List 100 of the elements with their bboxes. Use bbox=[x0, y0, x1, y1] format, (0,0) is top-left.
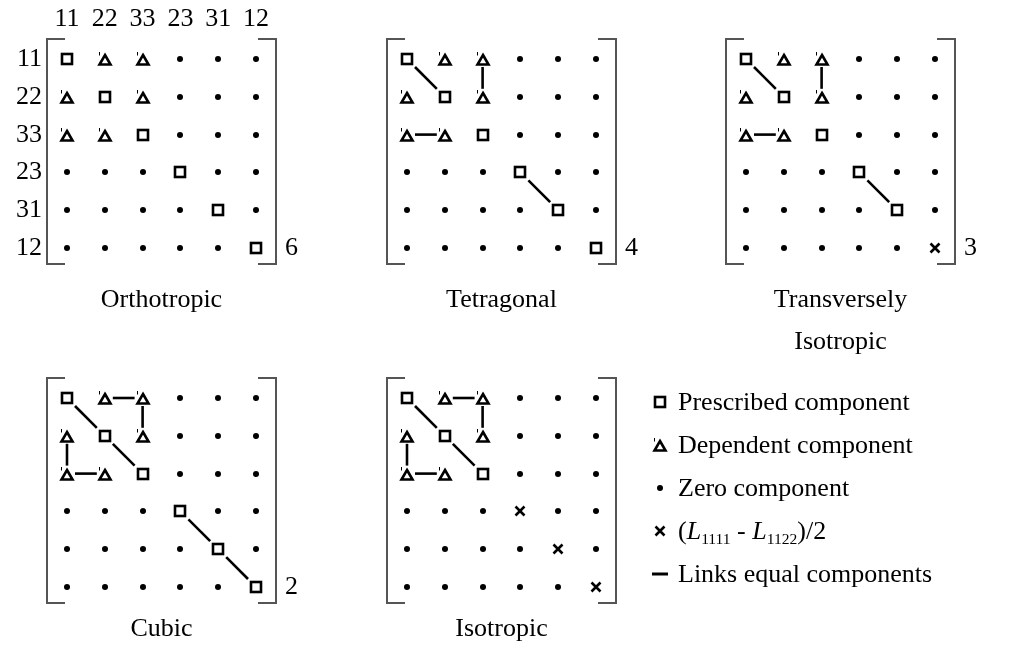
triangle-marker bbox=[134, 427, 151, 444]
triangle-marker bbox=[813, 88, 830, 105]
triangle-marker bbox=[134, 88, 151, 105]
link-line bbox=[415, 133, 437, 136]
link-line bbox=[452, 396, 475, 400]
square-marker bbox=[889, 202, 906, 219]
row-index: 11 bbox=[15, 44, 42, 72]
triangle-marker bbox=[399, 126, 415, 143]
triangle-marker bbox=[96, 126, 113, 143]
square-marker bbox=[588, 240, 604, 256]
link-line bbox=[74, 405, 98, 429]
triangle-marker bbox=[738, 126, 754, 143]
square-marker bbox=[172, 164, 189, 181]
column-index: 33 bbox=[128, 4, 157, 32]
link-line bbox=[527, 179, 552, 204]
square-marker bbox=[775, 88, 792, 105]
square-marker bbox=[512, 164, 529, 181]
square-marker bbox=[436, 88, 453, 105]
triangle-marker bbox=[134, 390, 151, 406]
link-line bbox=[415, 472, 437, 475]
square-marker bbox=[172, 503, 189, 520]
triangle-marker bbox=[474, 390, 491, 406]
matrix-caption: Orthotropic bbox=[99, 283, 224, 315]
square-marker bbox=[210, 541, 227, 558]
square-marker bbox=[738, 51, 754, 67]
triangle-marker bbox=[399, 427, 415, 444]
legend-text: Zero component bbox=[678, 473, 850, 503]
triangle-marker bbox=[59, 427, 75, 444]
triangle-marker bbox=[96, 465, 113, 482]
square-marker bbox=[96, 88, 113, 105]
triangle-marker bbox=[399, 88, 415, 105]
square-marker bbox=[96, 427, 113, 444]
square-marker bbox=[851, 164, 868, 181]
square-marker bbox=[474, 465, 491, 482]
link-line bbox=[481, 67, 484, 89]
triangle-marker bbox=[474, 51, 491, 67]
legend-text: (L$_{1111}$ - L$_{1122}$)/2 bbox=[678, 516, 827, 546]
triangle-marker bbox=[436, 465, 453, 482]
matrix-bracket bbox=[46, 38, 277, 265]
matrix-caption: Tetragonal bbox=[445, 283, 558, 315]
triangle-marker bbox=[59, 88, 75, 105]
column-index: 22 bbox=[90, 4, 119, 32]
link-line bbox=[414, 66, 438, 90]
column-index: 12 bbox=[242, 4, 270, 32]
square-marker bbox=[248, 240, 264, 256]
link-line bbox=[111, 442, 136, 467]
matrix-caption: Isotropic bbox=[454, 612, 549, 644]
triangle-marker bbox=[399, 465, 415, 482]
legend-text: Dependent component bbox=[678, 430, 913, 460]
triangle-marker bbox=[474, 427, 491, 444]
link-line bbox=[753, 66, 777, 90]
column-index: 31 bbox=[204, 4, 233, 32]
cross-marker bbox=[588, 579, 604, 595]
square-marker bbox=[59, 390, 75, 406]
triangle-marker bbox=[775, 126, 792, 143]
independent-count: 6 bbox=[285, 233, 298, 261]
link-line bbox=[112, 396, 135, 400]
link-line bbox=[451, 442, 476, 467]
matrix-bracket bbox=[386, 38, 617, 265]
link-line bbox=[820, 67, 823, 89]
triangle-marker bbox=[134, 51, 151, 67]
square-marker bbox=[399, 51, 415, 67]
row-index: 12 bbox=[15, 233, 42, 261]
row-index: 31 bbox=[15, 195, 42, 224]
square-marker bbox=[248, 579, 264, 595]
square-marker bbox=[134, 465, 151, 482]
square-marker bbox=[399, 390, 415, 406]
matrix-bracket bbox=[46, 377, 277, 604]
matrix-caption: Transversely Isotropic bbox=[772, 283, 909, 357]
link-line bbox=[481, 406, 484, 428]
triangle-marker bbox=[436, 51, 453, 67]
matrix-bracket bbox=[386, 377, 617, 604]
square-marker bbox=[210, 202, 227, 219]
link-line bbox=[405, 443, 409, 466]
triangle-marker bbox=[59, 126, 75, 143]
link-line bbox=[141, 406, 144, 428]
triangle-marker bbox=[775, 51, 792, 67]
row-index: 22 bbox=[15, 81, 42, 110]
independent-count: 4 bbox=[625, 233, 638, 261]
link-line bbox=[187, 518, 212, 543]
independent-count: 2 bbox=[285, 572, 298, 600]
link-line bbox=[65, 443, 69, 466]
link-line bbox=[754, 133, 776, 136]
link-line bbox=[866, 179, 891, 204]
column-index: 11 bbox=[53, 4, 81, 32]
link-line bbox=[414, 405, 438, 429]
column-index: 23 bbox=[166, 4, 195, 32]
square-marker bbox=[436, 427, 453, 444]
triangle-marker bbox=[474, 88, 491, 105]
link-line bbox=[225, 556, 249, 580]
triangle-marker bbox=[813, 51, 830, 67]
independent-count: 3 bbox=[964, 233, 977, 261]
triangle-marker bbox=[738, 88, 754, 105]
legend-text: Prescribed component bbox=[678, 387, 910, 417]
triangle-marker bbox=[436, 390, 453, 406]
cross-marker bbox=[927, 240, 943, 256]
triangle-marker bbox=[436, 126, 453, 143]
legend-text: Links equal components bbox=[678, 559, 933, 589]
square-marker bbox=[59, 51, 75, 67]
triangle-marker bbox=[96, 51, 113, 67]
